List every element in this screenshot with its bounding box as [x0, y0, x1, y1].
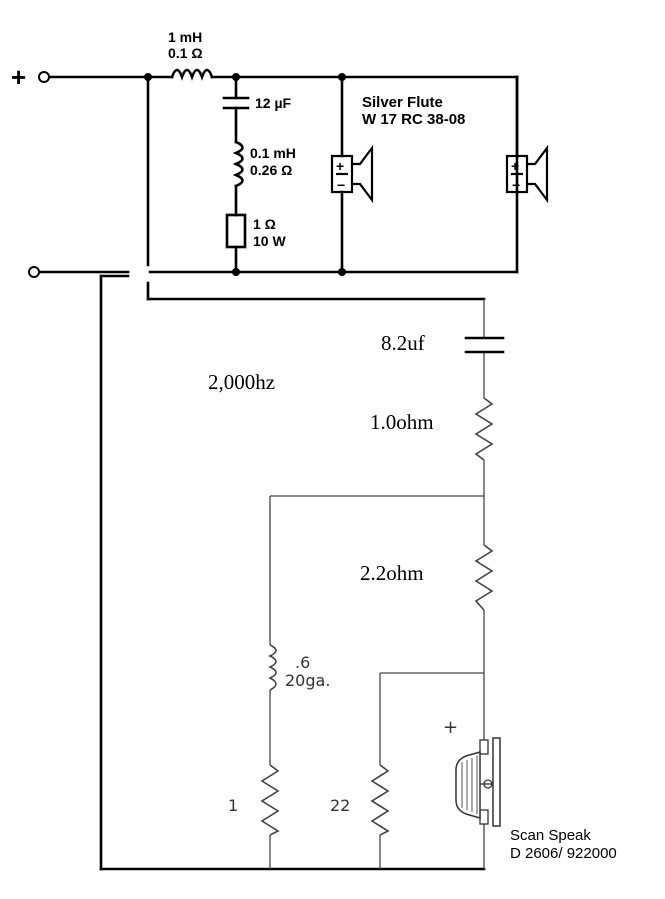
shunt-resistor-value: 1 Ω [253, 216, 276, 232]
tweeter-capacitor-value: 8.2uf [381, 331, 425, 355]
tweeter-resistor-2: 2.2ohm [360, 544, 494, 611]
minus-terminal [28, 266, 40, 278]
junction-dots [144, 73, 346, 276]
tweeter-shunt-resistor-b-value: 22 [330, 796, 350, 815]
series-inductor: 1 mH 0.1 Ω [168, 29, 214, 81]
tweeter-shunt-resistor-b: 22 [330, 764, 390, 836]
tweeter-resistor-2-value: 2.2ohm [360, 561, 424, 585]
tweeter-speaker: Scan Speak D 2606/ 922000 [455, 735, 617, 862]
second-woofer-plus-label: + [511, 158, 519, 174]
woofer-name: Silver Flute [362, 94, 443, 111]
second-woofer-minus-label: − [512, 177, 520, 193]
second-woofer-speaker: + − [505, 144, 549, 204]
series-inductor-resistance: 0.1 Ω [168, 45, 203, 61]
woofer-minus-label: − [337, 177, 345, 193]
tweeter-resistor-1-value: 1.0ohm [370, 410, 434, 434]
tweeter-model: D 2606/ 922000 [510, 845, 617, 862]
shunt-resistor-power: 10 W [253, 233, 286, 249]
tweeter-inductor-value: .6 [295, 653, 310, 672]
tweeter-resistor-1: 1.0ohm [370, 397, 494, 461]
shunt-capacitor: 12 µF [222, 95, 292, 111]
shunt-inductor-resistance: 0.26 Ω [250, 162, 292, 178]
tweeter-wiring [99, 274, 486, 871]
woofer-plus-label: + [336, 158, 344, 174]
tweeter-shunt-resistor-a-value: 1 [228, 796, 238, 815]
plus-terminal: + [11, 62, 50, 92]
woofer-speaker: + − Silver Flute W 17 RC 38-08 [330, 94, 465, 204]
crossover-frequency: 2,000hz [208, 370, 275, 394]
woofer-model: W 17 RC 38-08 [362, 111, 465, 128]
plus-terminal-label: + [11, 62, 26, 92]
series-inductor-value: 1 mH [168, 29, 202, 45]
shunt-capacitor-value: 12 µF [255, 95, 292, 111]
tweeter-capacitor: 8.2uf [381, 331, 505, 355]
tweeter-polarity-label: + [443, 717, 458, 738]
tweeter-shunt-resistor-a: 1 [228, 764, 280, 836]
shunt-resistor: 1 Ω 10 W [225, 213, 286, 249]
tweeter-name: Scan Speak [510, 827, 591, 844]
shunt-inductor: 0.1 mH 0.26 Ω [232, 140, 296, 188]
tweeter-inductor: .6 20ga. [268, 644, 330, 691]
tweeter-inductor-wire: 20ga. [285, 671, 330, 690]
shunt-inductor-value: 0.1 mH [250, 145, 296, 161]
